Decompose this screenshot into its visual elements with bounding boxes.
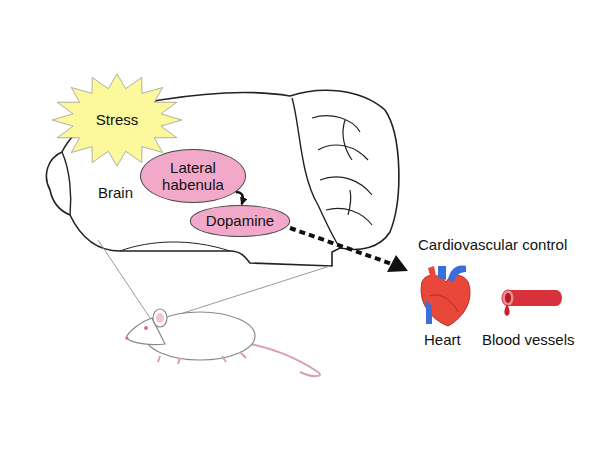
- leader-line: [180, 266, 330, 314]
- brain-label: Brain: [98, 184, 133, 201]
- cerebellum-line: [292, 98, 340, 248]
- icon-label: Blood vessels: [482, 331, 575, 348]
- heart-icon: [421, 266, 470, 326]
- leader-line: [98, 240, 150, 318]
- blood-vessel-icon: [502, 290, 562, 316]
- rat: [125, 309, 320, 376]
- flow-arrow: [236, 192, 243, 204]
- dashed-arrow: [290, 228, 392, 264]
- icon-label: Heart: [424, 331, 461, 348]
- node-label: Dopamine: [206, 212, 274, 229]
- node-label: Lateral habenula: [157, 159, 229, 194]
- arrow-head: [387, 255, 408, 272]
- section-heading: Cardiovascular control: [418, 236, 567, 253]
- olfactory-line: [62, 152, 71, 215]
- cerebellum-folds: [312, 116, 372, 225]
- midbrain-line: [120, 242, 230, 251]
- brain-region: Dopamine: [190, 205, 291, 236]
- brain-region: Lateral habenula: [140, 149, 246, 204]
- brain-outline: [46, 90, 398, 266]
- node-label: Stress: [96, 111, 139, 128]
